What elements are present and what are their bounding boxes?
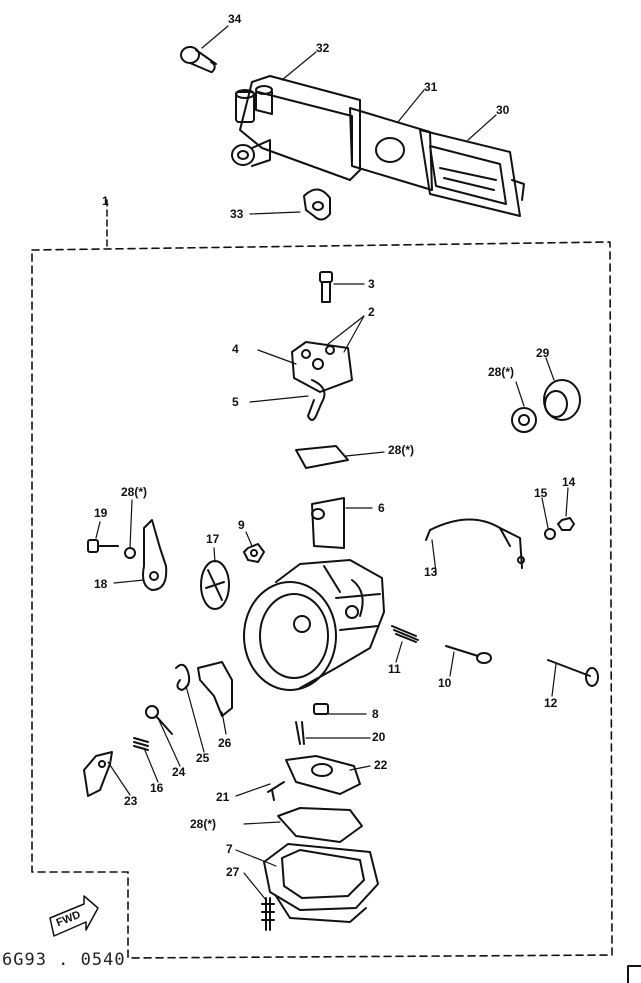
callout-27: 27 <box>226 865 240 879</box>
part-33-clamp <box>303 188 331 221</box>
assembly-boundary <box>31 241 613 959</box>
callout-30: 30 <box>496 103 510 117</box>
part-14-nut <box>557 517 575 531</box>
callout-5: 5 <box>232 395 239 409</box>
part-26-plate <box>197 661 233 717</box>
callout-24: 24 <box>172 765 186 779</box>
callout-12: 12 <box>544 696 558 710</box>
callout-20: 20 <box>372 730 386 744</box>
callout-13: 13 <box>424 565 438 579</box>
callout-3: 3 <box>368 277 375 291</box>
callout-34: 34 <box>228 12 242 26</box>
part-28-washer-left <box>124 547 136 559</box>
fwd-arrow-icon <box>49 895 99 937</box>
callout-15: 15 <box>534 486 548 500</box>
part-21-jet <box>267 781 285 801</box>
part-12-pilot-screw <box>547 659 599 687</box>
part-6-float <box>311 497 345 549</box>
callout-7: 7 <box>226 842 233 856</box>
part-27-drain-screw <box>261 897 275 931</box>
callout-32: 32 <box>316 41 330 55</box>
callout-28-top: 28(*) <box>388 443 415 457</box>
callout-26: 26 <box>218 736 232 750</box>
callout-10: 10 <box>438 676 452 690</box>
callout-23: 23 <box>124 794 138 808</box>
part-31-gasket <box>349 107 433 191</box>
part-20-needle <box>295 721 305 745</box>
part-19-screw <box>87 539 119 553</box>
part-8-screw <box>313 703 329 715</box>
part-16-spring <box>133 737 149 751</box>
part-28-gasket-bowl <box>277 807 363 843</box>
corner-bracket <box>627 965 641 983</box>
callout-21: 21 <box>216 790 230 804</box>
part-10-screw <box>445 645 492 664</box>
callout-25: 25 <box>196 751 210 765</box>
part-29-cap <box>543 379 581 421</box>
callout-33: 33 <box>230 207 244 221</box>
part-18-throttle-cam <box>142 519 168 591</box>
figure-code: 6G93 . 0540 <box>2 950 126 970</box>
callout-28-bowl: 28(*) <box>190 817 217 831</box>
callout-6: 6 <box>378 501 385 515</box>
callout-14: 14 <box>562 475 576 489</box>
callout-2: 2 <box>368 305 375 319</box>
part-32-manifold <box>231 75 361 181</box>
carburetor-body <box>243 559 385 691</box>
part-5-lever <box>307 379 326 421</box>
callout-8: 8 <box>372 707 379 721</box>
callout-29: 29 <box>536 346 550 360</box>
callout-9: 9 <box>238 518 245 532</box>
part-11-spring <box>391 625 419 643</box>
part-28-gasket-top <box>295 445 349 469</box>
part-23-lever <box>83 751 113 797</box>
part-30-reed-valve <box>419 129 525 217</box>
callout-17: 17 <box>206 532 220 546</box>
part-15-washer <box>544 528 556 540</box>
callout-22: 22 <box>374 758 388 772</box>
callout-16: 16 <box>150 781 164 795</box>
callout-28-right: 28(*) <box>488 365 515 379</box>
part-17-throttle-plate <box>200 560 230 610</box>
callout-19: 19 <box>94 506 108 520</box>
part-4-cover <box>291 341 353 393</box>
leader-lines <box>95 25 569 901</box>
part-9-nut <box>243 543 265 563</box>
part-7-float-bowl <box>263 843 379 923</box>
callout-18: 18 <box>94 577 108 591</box>
callout-31: 31 <box>424 80 438 94</box>
callout-11: 11 <box>388 662 401 676</box>
callout-1: 1 <box>102 194 109 208</box>
part-3-screw <box>319 271 333 303</box>
part-13-link <box>425 518 525 569</box>
callout-4: 4 <box>232 342 239 356</box>
part-28-seal-right <box>511 407 537 433</box>
part-34-bolt <box>180 46 217 73</box>
callout-28-left: 28(*) <box>121 485 148 499</box>
part-25-spring <box>175 663 191 691</box>
part-22-jet-holder <box>285 755 361 795</box>
